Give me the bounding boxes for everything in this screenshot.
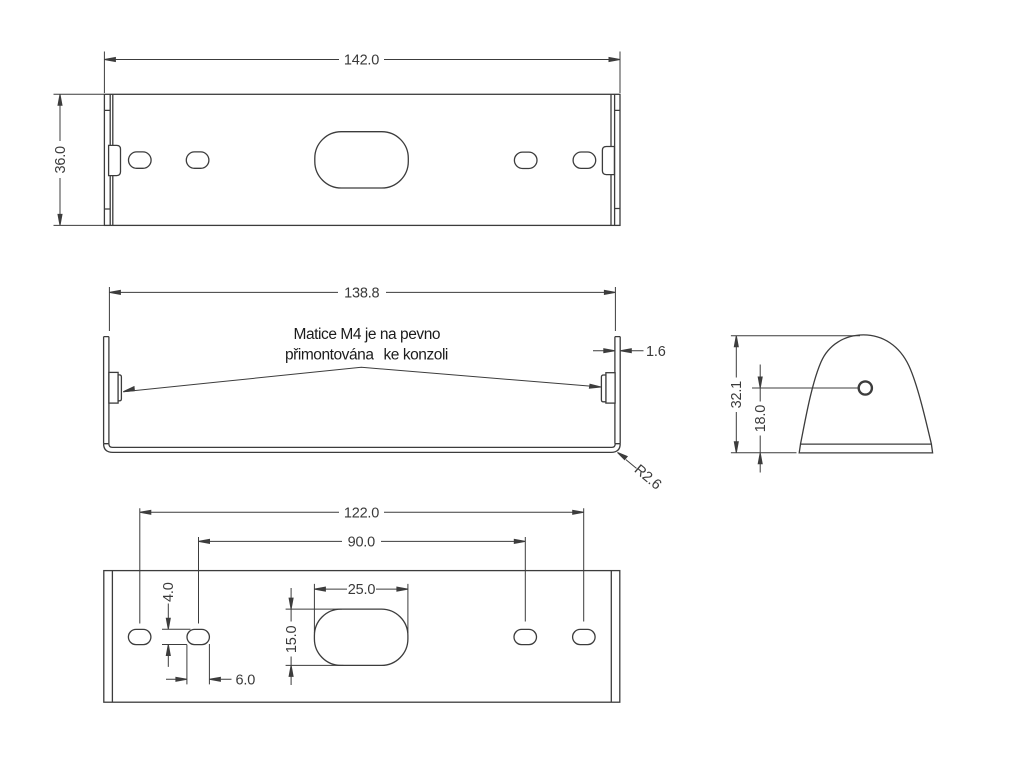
svg-text:90.0: 90.0	[348, 534, 376, 550]
svg-text:4.0: 4.0	[161, 582, 177, 602]
svg-text:122.0: 122.0	[344, 505, 379, 521]
svg-text:R2.6: R2.6	[631, 462, 664, 494]
svg-text:Matice M4 je na pevno: Matice M4 je na pevno	[294, 326, 441, 343]
svg-text:18.0: 18.0	[753, 405, 769, 433]
svg-text:25.0: 25.0	[348, 582, 376, 598]
svg-text:36.0: 36.0	[53, 146, 69, 174]
svg-text:32.1: 32.1	[729, 381, 745, 409]
svg-text:6.0: 6.0	[236, 672, 256, 688]
svg-text:přimontována: přimontována	[285, 346, 374, 363]
svg-text:138.8: 138.8	[344, 285, 379, 301]
svg-text:142.0: 142.0	[344, 53, 379, 69]
svg-text:15.0: 15.0	[284, 626, 300, 654]
svg-text:1.6: 1.6	[646, 344, 666, 360]
svg-text:ke konzoli: ke konzoli	[384, 346, 448, 363]
